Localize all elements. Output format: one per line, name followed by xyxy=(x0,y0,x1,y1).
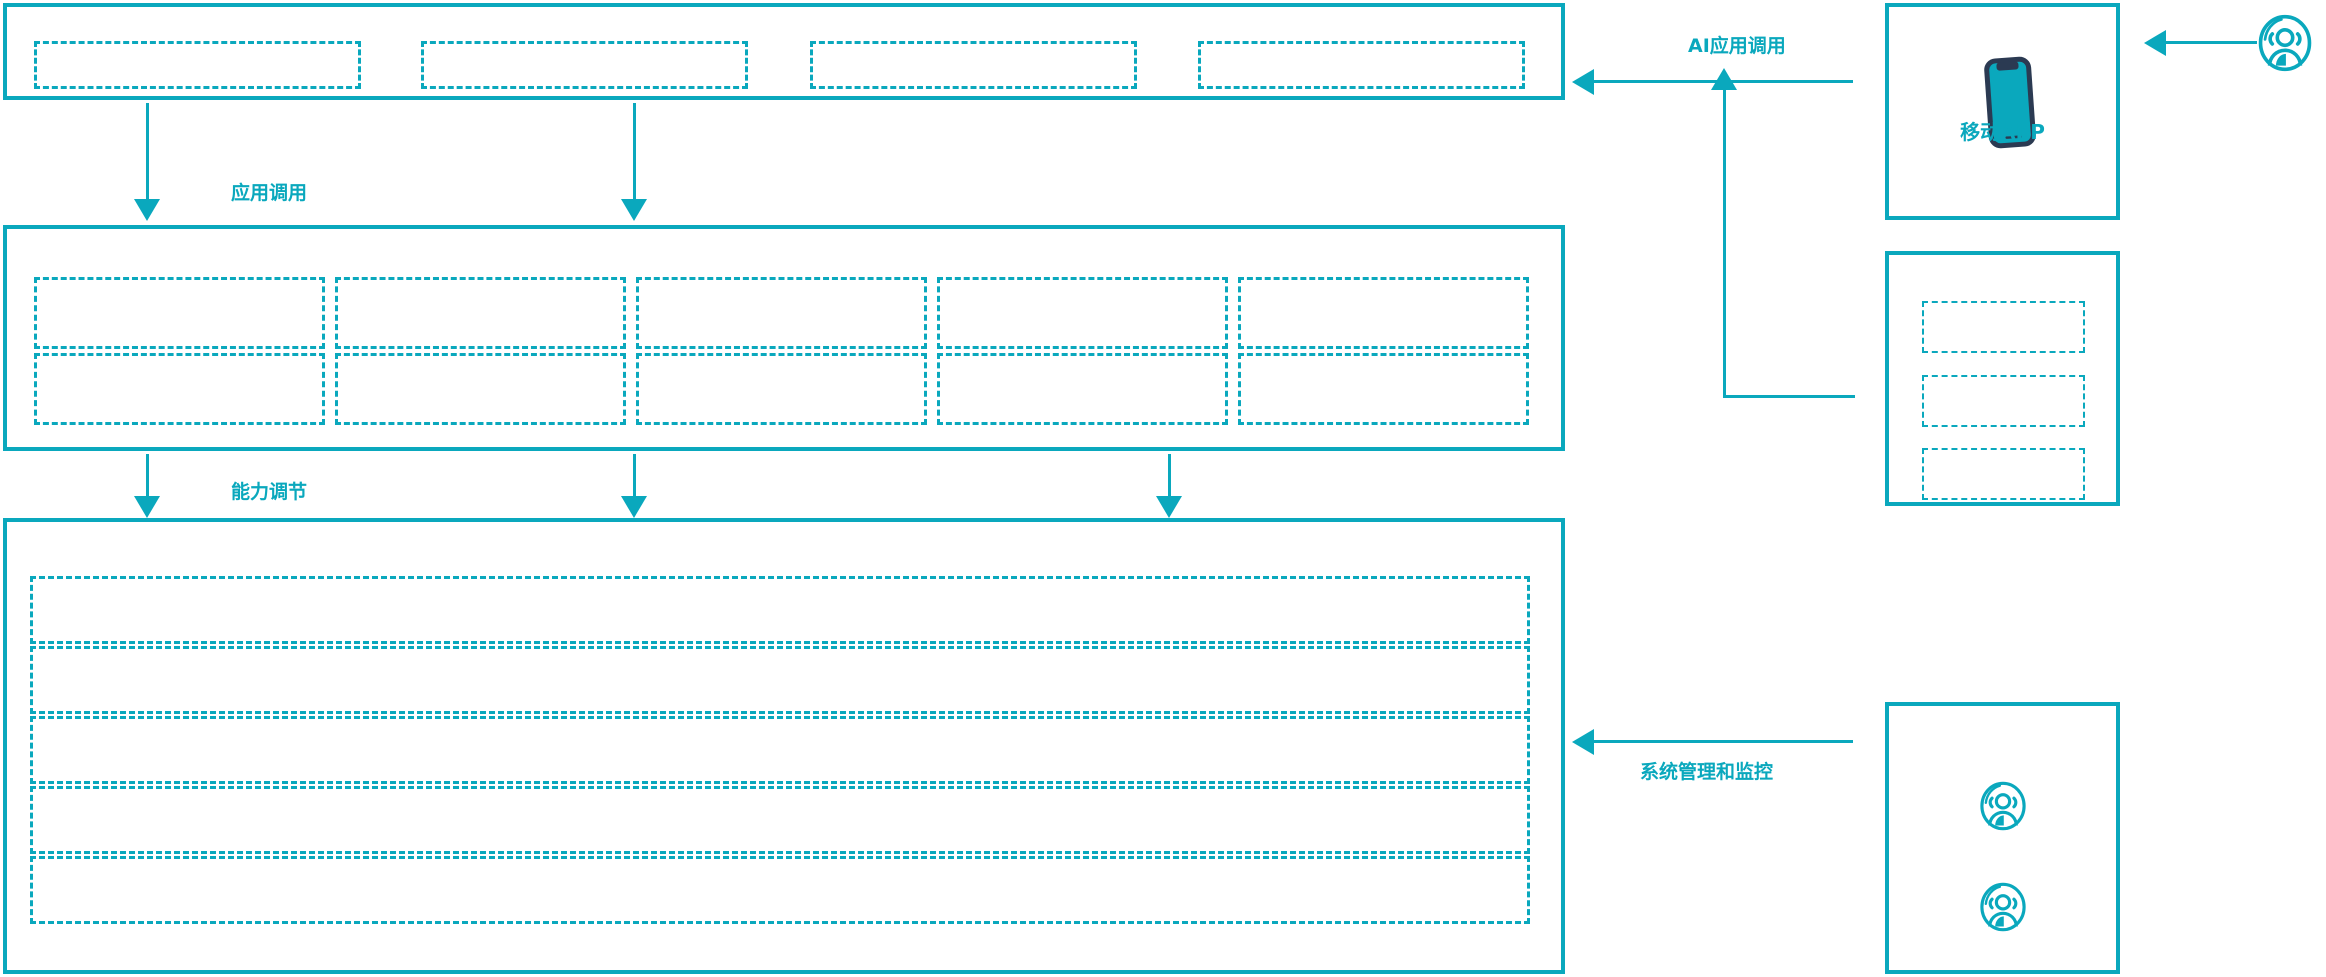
capability-arrow-shaft-2 xyxy=(633,454,636,504)
application-cell-3[interactable] xyxy=(810,41,1137,89)
application-cell-1[interactable] xyxy=(34,41,361,89)
platform-row-1[interactable] xyxy=(30,576,1530,644)
channel-riser-elbow xyxy=(1723,395,1855,398)
capability-cell-r1c2[interactable] xyxy=(335,277,626,349)
system-admin-label: 系统管理和监控 xyxy=(1640,761,1774,783)
capability-cell-r2c3[interactable] xyxy=(636,353,927,425)
app-call-arrow-shaft-1 xyxy=(146,103,149,206)
platform-row-3[interactable] xyxy=(30,716,1530,784)
application-cell-4[interactable] xyxy=(1198,41,1525,89)
end-user-arrow-shaft xyxy=(2165,41,2257,44)
users-group-icon-admin-1 xyxy=(1980,781,2026,831)
app-call-label: 应用调用 xyxy=(231,182,308,204)
channel-cell-3[interactable] xyxy=(1922,448,2085,500)
mobile-app-caption: 移动APP xyxy=(1960,120,2045,144)
ai-app-call-label: AI应用调用 xyxy=(1688,35,1786,57)
capability-adjust-label: 能力调节 xyxy=(231,481,308,503)
capability-cell-r2c4[interactable] xyxy=(937,353,1228,425)
capability-cell-r2c5[interactable] xyxy=(1238,353,1529,425)
channel-riser-shaft xyxy=(1723,85,1726,397)
system-admin-arrow-shaft xyxy=(1593,740,1853,743)
platform-row-4[interactable] xyxy=(30,786,1530,854)
capability-arrow-head-2 xyxy=(621,496,647,518)
application-cell-2[interactable] xyxy=(421,41,748,89)
app-call-arrow-head-1 xyxy=(134,199,160,221)
capability-cell-r1c4[interactable] xyxy=(937,277,1228,349)
app-call-arrow-head-2 xyxy=(621,199,647,221)
platform-row-2[interactable] xyxy=(30,646,1530,714)
channel-cell-1[interactable] xyxy=(1922,301,2085,353)
system-admin-arrow-head xyxy=(1572,729,1594,755)
end-user-arrow-head xyxy=(2144,30,2166,56)
capability-cell-r1c5[interactable] xyxy=(1238,277,1529,349)
users-group-icon-admin-2 xyxy=(1980,882,2026,932)
capability-cell-r1c1[interactable] xyxy=(34,277,325,349)
admin-box xyxy=(1885,702,2120,974)
capability-cell-r1c3[interactable] xyxy=(636,277,927,349)
capability-arrow-head-1 xyxy=(134,496,160,518)
channel-cell-2[interactable] xyxy=(1922,375,2085,427)
capability-arrow-head-3 xyxy=(1156,496,1182,518)
capability-arrow-shaft-1 xyxy=(146,454,149,504)
app-call-arrow-shaft-2 xyxy=(633,103,636,206)
smartphone-icon xyxy=(1984,56,2036,149)
users-group-icon-end-user xyxy=(2258,14,2312,72)
channel-riser-head xyxy=(1711,68,1737,90)
capability-cell-r2c1[interactable] xyxy=(34,353,325,425)
capability-arrow-shaft-3 xyxy=(1168,454,1171,504)
ai-app-call-arrow-head xyxy=(1572,69,1594,95)
platform-row-5[interactable] xyxy=(30,856,1530,924)
capability-cell-r2c2[interactable] xyxy=(335,353,626,425)
